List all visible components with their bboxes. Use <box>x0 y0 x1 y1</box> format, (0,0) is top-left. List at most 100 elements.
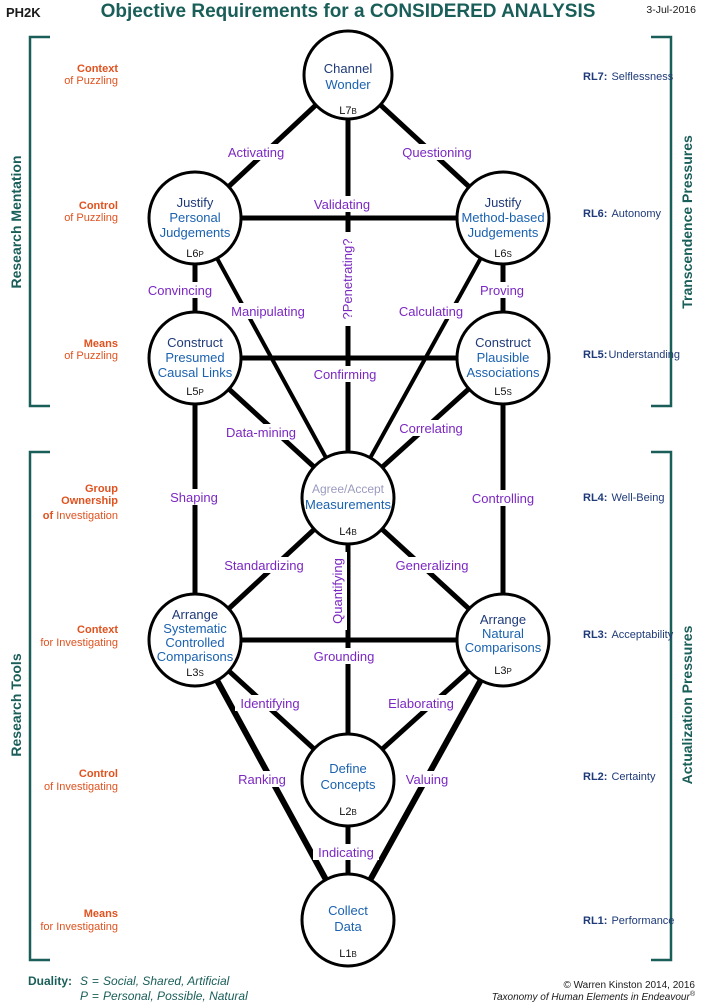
node-justify-personal-line2: Personal <box>169 210 220 225</box>
node-collect-data: Collect Data L1B <box>300 872 396 968</box>
edge-labels: Activating Questioning Validating ?Penet… <box>144 144 540 860</box>
label-manipulating: Manipulating <box>231 304 305 319</box>
rl2-code: RL2: <box>583 771 607 783</box>
side-control-puzzling-rest: of Puzzling <box>64 212 118 224</box>
node-construct-presumed: Construct Presumed Causal Links L5P <box>147 310 243 406</box>
bg-validating <box>311 196 375 212</box>
node-justify-personal-code-sub: P <box>198 250 203 259</box>
bg-valuing <box>401 771 453 787</box>
node-justify-method-code-main: L6 <box>494 248 506 260</box>
bg-proving <box>478 282 526 298</box>
copyright: © Warren Kinston 2014, 2016 <box>563 980 695 991</box>
rl4-label: RL4:Well-Being <box>583 492 664 504</box>
rl6-code: RL6: <box>583 208 607 220</box>
label-questioning: Questioning <box>402 145 471 160</box>
side-control-puzzling: Control of Puzzling <box>64 200 118 224</box>
rl5-label: RL5:Understanding <box>583 349 680 361</box>
node-arrange-natural-code-main: L3 <box>494 665 506 677</box>
node-justify-personal: Justify Personal Judgements L6P <box>147 170 243 266</box>
node-arrange-systematic-code-main: L3 <box>186 667 198 679</box>
side-means-puzzling-bold: Means <box>84 338 118 350</box>
side-group-line3: of Investigation <box>43 510 118 522</box>
node-arrange-natural-code: L3P <box>494 665 512 677</box>
rl7-name: Selflessness <box>611 71 673 83</box>
bg-grounding <box>311 648 379 664</box>
bg-calculating <box>395 303 467 319</box>
side-context-investigating-bold: Context <box>77 624 118 636</box>
rl1-code: RL1: <box>583 915 607 927</box>
node-construct-plausible-code-sub: S <box>506 388 511 397</box>
node-define-circle <box>300 732 396 828</box>
node-arrange-natural-line3: Comparisons <box>465 640 542 655</box>
label-correlating: Correlating <box>399 421 463 436</box>
side-context-investigating-rest: for Investigating <box>40 637 118 649</box>
node-justify-method-code-sub: S <box>506 250 511 259</box>
node-define-line1: Define <box>329 761 367 776</box>
node-channel-line2: Wonder <box>325 77 371 92</box>
bg-correlating <box>395 420 467 436</box>
side-control-investigating: Control of Investigating <box>44 768 118 793</box>
node-justify-personal-circle <box>147 170 243 266</box>
rl7-code: RL7: <box>583 71 607 83</box>
node-justify-method-line1: Justify <box>485 195 522 210</box>
bg-confirming <box>308 366 382 382</box>
node-define-code: L2B <box>339 806 357 818</box>
side-context-puzzling-bold: Context <box>77 63 118 75</box>
node-justify-personal-line3: Judgements <box>160 225 231 240</box>
bg-penetrating <box>339 232 357 326</box>
bg-elaborating <box>383 695 459 711</box>
node-channel-wonder: Channel Wonder L7B <box>302 29 394 121</box>
duality-p-key: P <box>80 989 88 1003</box>
rl3-label: RL3:Acceptability <box>583 629 674 641</box>
node-arrange-systematic-line2: Systematic <box>163 621 227 636</box>
bg-convincing <box>144 282 216 298</box>
node-construct-plausible-code-main: L5 <box>494 386 506 398</box>
node-collect-code: L1B <box>339 948 357 960</box>
duality-s-key: S <box>80 974 88 988</box>
label-standardizing: Standardizing <box>224 558 304 573</box>
node-define-concepts: Define Concepts L2B <box>300 732 396 828</box>
node-justify-method-code: L6S <box>494 248 512 260</box>
bg-generalizing <box>392 557 474 573</box>
bg-shaping <box>165 489 223 505</box>
bg-identifying <box>235 695 305 711</box>
side-context-investigating: Context for Investigating <box>40 624 118 649</box>
node-agree-code-sub: B <box>351 528 356 537</box>
rl4-code: RL4: <box>583 492 607 504</box>
side-control-investigating-rest: of Investigating <box>44 781 118 793</box>
node-arrange-systematic-code-sub: S <box>198 669 203 678</box>
label-valuing: Valuing <box>406 772 448 787</box>
duality-p-text: Personal, Possible, Natural <box>103 989 248 1003</box>
duality-s-text: Social, Shared, Artificial <box>103 974 230 988</box>
node-channel-code-sub: B <box>351 107 356 116</box>
node-channel-code-main: L7 <box>339 105 351 117</box>
label-proving: Proving <box>480 283 524 298</box>
actualization-bracket <box>651 450 673 962</box>
side-means-investigating: Means for Investigating <box>40 908 118 933</box>
label-generalizing: Generalizing <box>396 558 469 573</box>
rl2-label: RL2:Certainty <box>583 771 656 783</box>
side-context-puzzling: Context of Puzzling <box>64 63 118 87</box>
node-channel-line1: Channel <box>324 61 373 76</box>
bg-manipulating <box>226 303 312 319</box>
transcendence-bracket <box>651 35 673 408</box>
label-ranking: Ranking <box>238 772 286 787</box>
node-agree-line2: Measurements <box>305 497 391 512</box>
node-arrange-natural: Arrange Natural Comparisons L3P <box>455 592 551 688</box>
date-stamp: 3-Jul-2016 <box>646 4 696 16</box>
node-justify-method-circle <box>455 170 551 266</box>
page-title: Objective Requirements for a CONSIDERED … <box>101 1 596 22</box>
node-agree-line1: Agree/Accept <box>312 482 385 496</box>
node-construct-plausible-line1: Construct <box>475 335 531 350</box>
rl7-label: RL7: Selflessness <box>583 71 674 83</box>
node-construct-plausible-circle <box>455 310 551 406</box>
side-means-puzzling-rest: of Puzzling <box>64 350 118 362</box>
taxonomy-credit: Taxonomy of Human Elements in Endeavour® <box>492 990 696 1003</box>
node-construct-presumed-code-main: L5 <box>186 386 198 398</box>
node-arrange-natural-code-sub: P <box>506 667 511 676</box>
node-collect-code-sub: B <box>351 950 356 959</box>
actualization-pressures-title: Actualization Pressures <box>679 625 695 784</box>
duality-line-s: Duality:S=Social, Shared, Artificial <box>28 974 230 988</box>
